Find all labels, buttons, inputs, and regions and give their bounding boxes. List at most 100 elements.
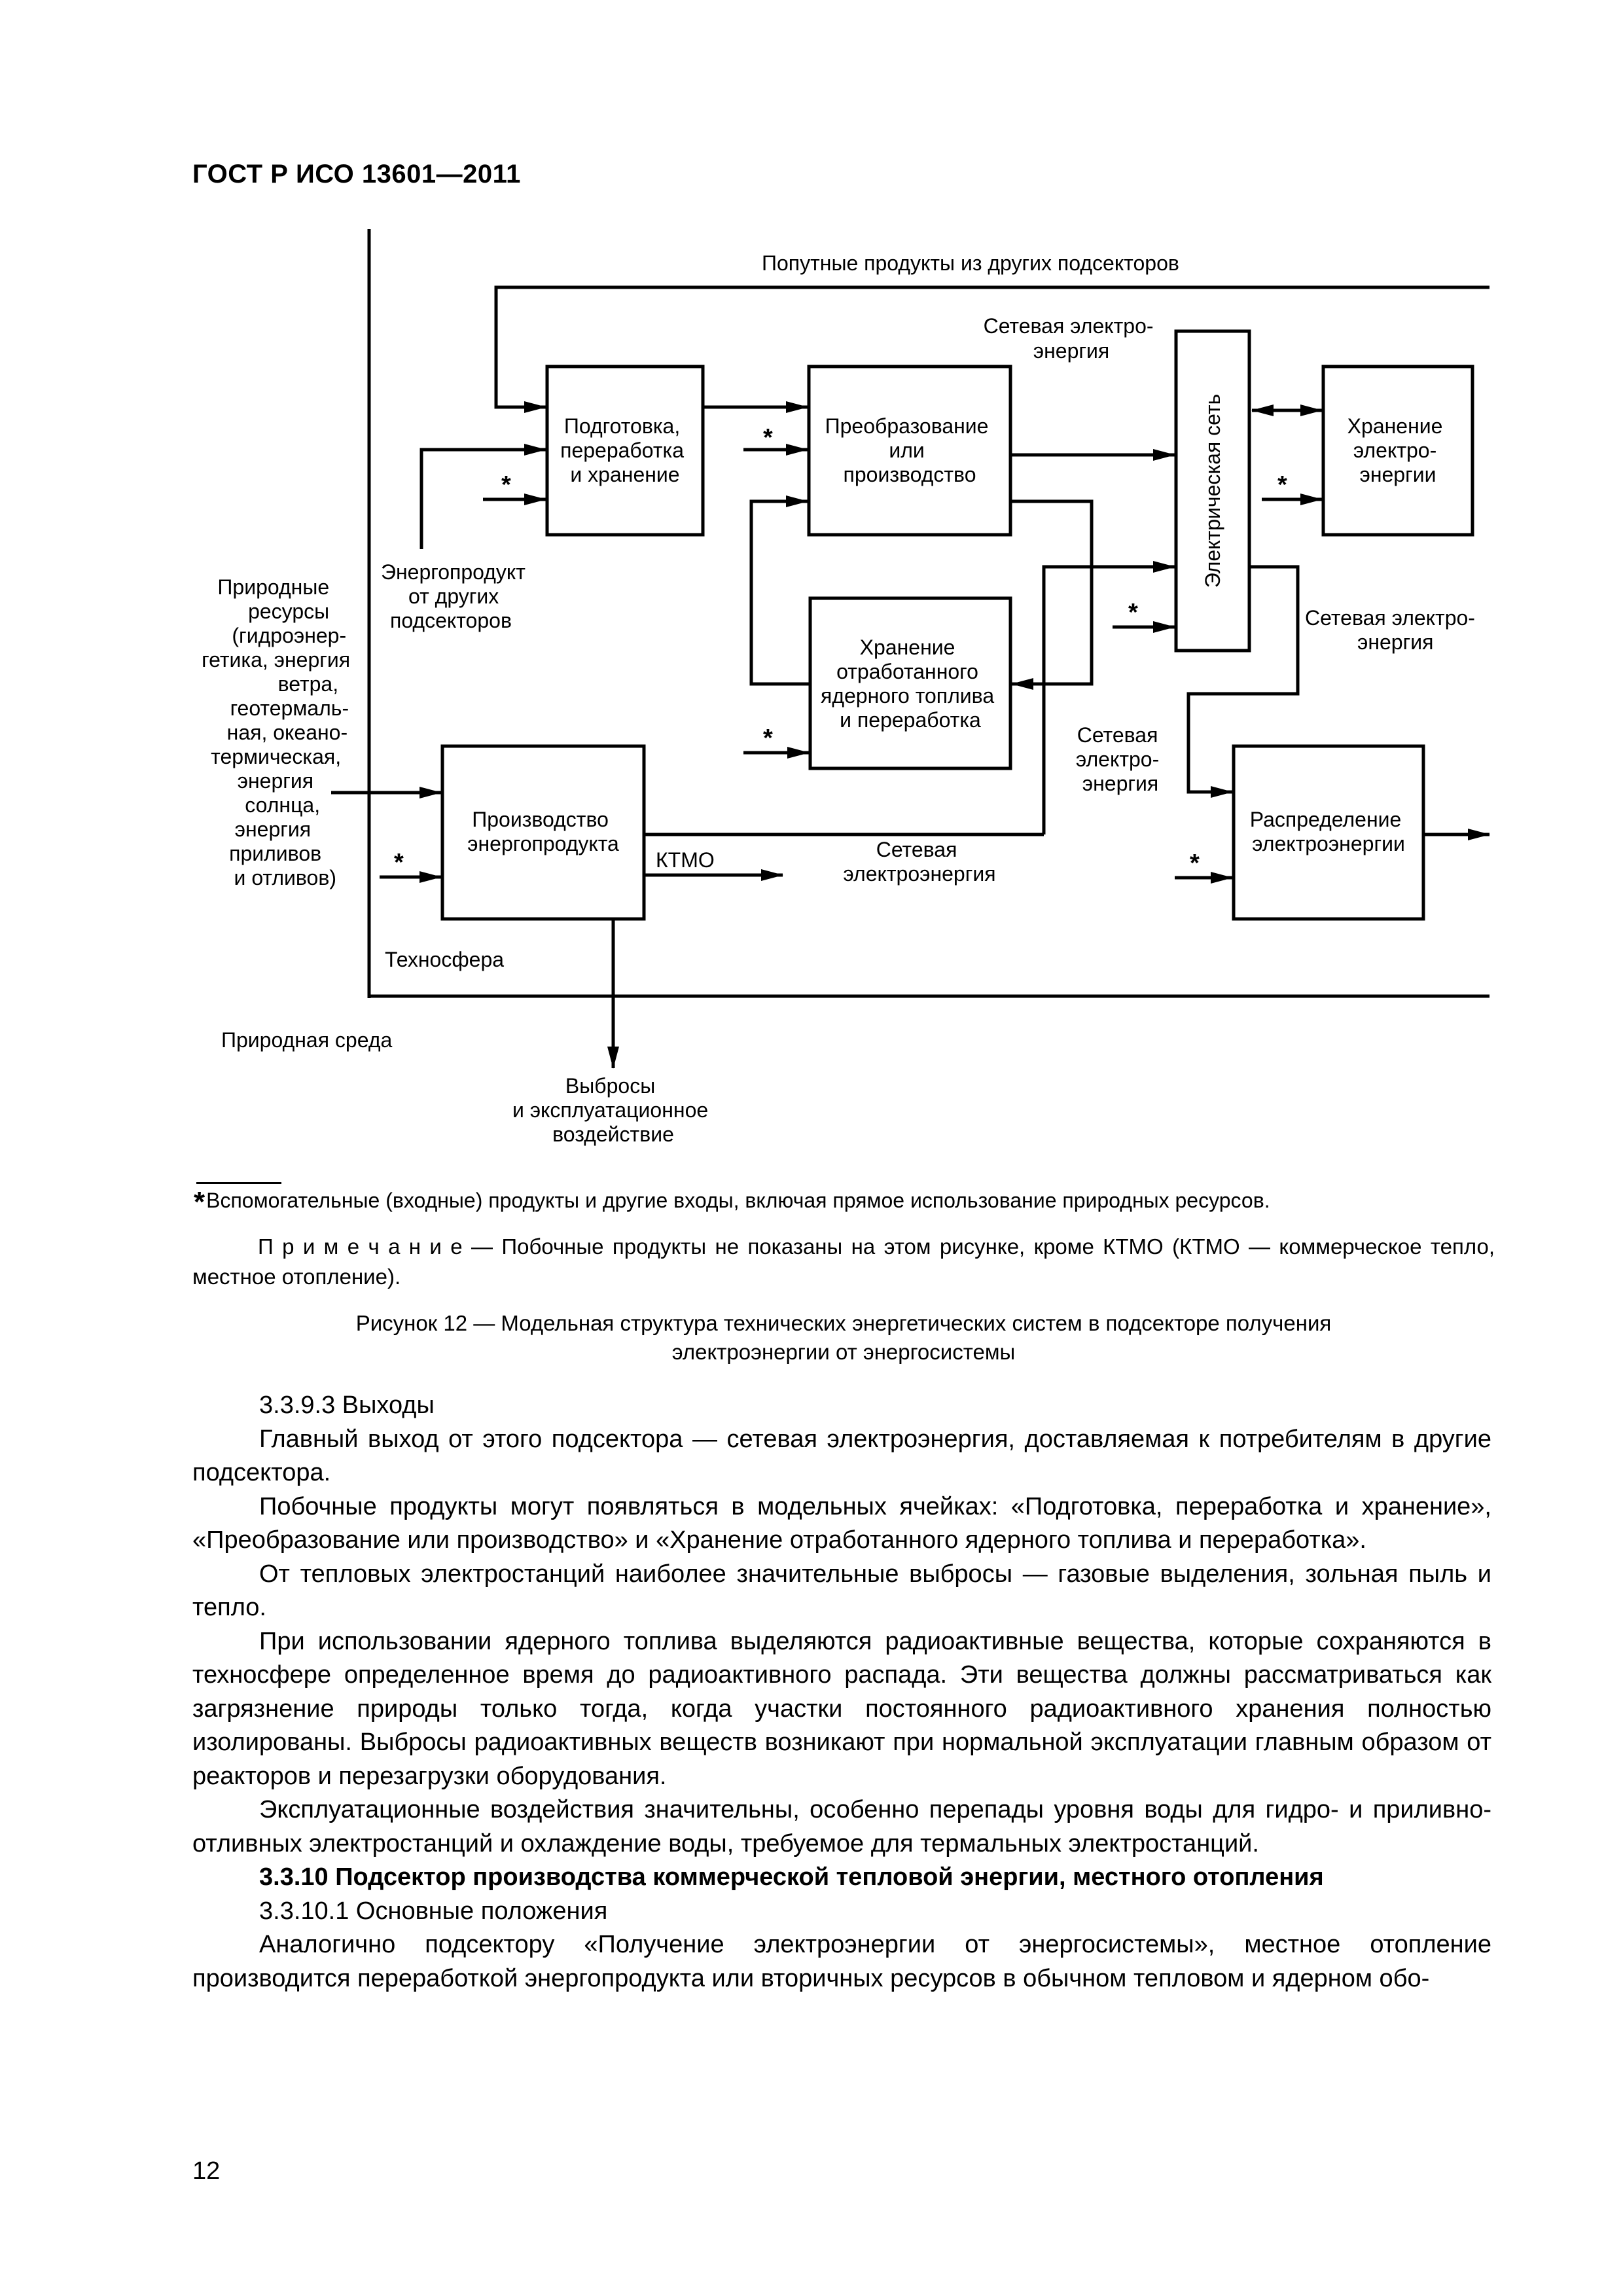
note-text: — Побочные продукты не показаны на этом … [192,1234,1495,1289]
section-heading-3-3-10-1: 3.3.10.1 Основные положения [259,1897,608,1925]
svg-text:Производство энергопродукт: Производство энергопродукта [467,808,619,855]
energy-system-diagram: Попутные продукты из других подсекторов … [202,229,1490,1146]
star-marker: * [1128,599,1138,626]
prod-label-1: Производство [472,808,609,831]
natural-res-9: энергия [238,769,313,793]
natural-res-12: приливов [229,842,321,865]
spent-to-conv [749,495,810,686]
grid-mid-label-2: электро- [1076,747,1159,771]
caption-line-1: Рисунок 12 — Модельная структура техниче… [355,1311,1332,1335]
natural-res-4: гетика, энергия [202,648,350,672]
spent-label-2: отработанного [836,660,978,683]
natural-res-2: ресурсы [248,600,329,623]
emissions-label-1: Выбросы [565,1074,655,1098]
spent-label-3: ядерного топлива [821,684,994,708]
energy-other-line [419,444,546,549]
grid-to-dist [1186,565,1300,798]
body-text: 3.3.9.3 Выходы Главный выход от этого по… [192,1389,1491,1996]
conv-label-2: или [889,439,924,462]
grid-right-label-1: Сетевая электро- [1305,606,1475,630]
conversion-box [807,365,1012,537]
spent-label-1: Хранение [860,636,955,659]
page-number: 12 [192,2157,221,2185]
dist-label-2: электроэнергии [1252,832,1405,855]
natural-res-5: ветра, [278,672,339,696]
grid-label: Электрическая сеть [1201,394,1224,588]
conv-label-1: Преобразование [825,414,989,438]
natural-res-13: и отливов) [234,866,336,889]
energy-other-label-1: Энергопродукт [381,560,526,584]
grid-top-label-1: Сетевая электро- [984,314,1154,338]
grid-right-label-2: энергия [1357,630,1433,654]
figure-note: П р и м е ч а н и е — Побочные продукты … [192,1232,1495,1292]
svg-text:Энергопродукт от других: Энергопродукт от других подсекторов [381,560,531,632]
storage-label-1: Хранение [1347,414,1443,438]
prod-out-label-1: Сетевая [876,838,957,861]
document-header: ГОСТ Р ИСО 13601—2011 [192,160,521,188]
svg-text:Сетевая электро- энергия: Сетевая электро- энергия [984,314,1160,363]
natural-res-8: термическая, [211,745,341,768]
storage-label-2: электро- [1353,439,1436,462]
footnote-text: Вспомогательные (входные) продукты и дру… [206,1189,1270,1212]
conv-to-spent [1010,499,1094,690]
caption-line-2: электроэнергии от энергосистемы [671,1340,1016,1364]
footnote: *Вспомогательные (входные) продукты и др… [194,1186,1270,1219]
natural-res-6: геотермаль- [230,696,349,720]
svg-text:Хранение электро- энер: Хранение электро- энергии [1347,414,1449,486]
footnote-separator [196,1182,281,1184]
prod-out-label-2: электроэнергия [843,862,995,886]
prep-label-3: и хранение [570,463,679,486]
electricity-storage-box [1321,365,1474,537]
prod-label-2: энергопродукта [467,832,619,855]
energy-product-box [440,744,646,921]
body-paragraph: Главный выход от этого подсектора — сете… [192,1425,1491,1487]
note-label: П р и м е ч а н и е [258,1234,463,1259]
nature-env-label: Природная среда [221,1028,392,1052]
grid-mid-label-1: Сетевая [1077,723,1158,747]
storage-label-3: энергии [1359,463,1436,486]
natural-res-7: ная, океано- [227,721,348,744]
dist-label-1: Распределение [1250,808,1402,831]
spent-to-grid [1042,561,1175,834]
grid-mid-label-3: энергия [1082,772,1158,795]
star-marker: * [501,471,511,499]
natural-res-3: (гидроэнер- [232,624,346,647]
byproducts-label: Попутные продукты из других подсекторов [762,251,1179,275]
spent-fuel-box [808,596,1012,770]
emissions-label-2: и эксплуатационное [512,1098,708,1122]
body-paragraph: Эксплуатационные воздействия значительны… [192,1796,1491,1857]
star-marker: * [1277,471,1287,499]
star-marker: * [394,849,404,876]
figure-caption: Рисунок 12 — Модельная структура техниче… [192,1309,1495,1367]
section-heading-3-3-10: 3.3.10 Подсектор производства коммерческ… [259,1863,1324,1891]
body-paragraph: Побочные продукты могут появляться в мод… [192,1492,1491,1554]
energy-other-label-3: подсекторов [390,609,512,632]
svg-text:Распределение электроэнерг: Распределение электроэнергии [1250,808,1407,855]
emissions-label-3: воздействие [552,1122,674,1146]
svg-text:Природные ресурсы (гид: Природные ресурсы (гидроэнер- гетика, эн… [202,575,356,889]
grid-top-label-2: энергия [1033,339,1109,363]
conv-label-3: производство [844,463,976,486]
star-marker: * [763,725,773,752]
prep-label-1: Подготовка, [564,414,680,438]
body-paragraph: При использовании ядерного топлива выдел… [192,1627,1491,1790]
body-paragraph: Аналогично подсектору «Получение электро… [192,1931,1491,1992]
svg-text:Сетевая электро- энергия: Сетевая электро- энергия [1305,606,1481,654]
spent-label-4: и переработка [840,708,981,732]
prep-box [545,365,705,537]
natural-res-1: Природные [217,575,329,599]
svg-text:Сетевая электро- энерг: Сетевая электро- энергия [1076,723,1165,795]
svg-text:Преобразование или про: Преобразование или производство [825,414,995,486]
ktmo-label: КТМО [656,848,715,872]
body-paragraph: От тепловых электростанций наиболее знач… [192,1560,1491,1622]
svg-text:Подготовка, переработка: Подготовка, переработка и хранение [560,414,690,486]
byproducts-line [494,285,1489,413]
natural-res-11: энергия [235,817,311,841]
footnote-star: * [194,1186,205,1218]
prep-label-2: переработка [560,439,684,462]
technosphere-label: Техносфера [385,948,504,971]
svg-text:Хранение отработанного: Хранение отработанного ядерного топлива … [821,636,1000,732]
energy-other-label-2: от других [408,584,499,608]
grid-box [1174,329,1251,653]
distribution-box [1232,744,1425,921]
